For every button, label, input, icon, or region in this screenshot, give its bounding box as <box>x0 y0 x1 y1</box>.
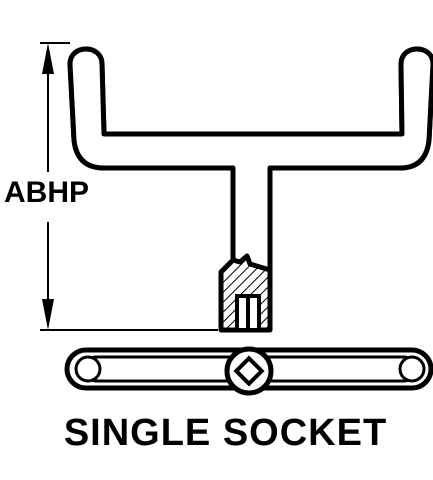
dimension-arrow-down <box>42 299 54 330</box>
top-view-left-end <box>74 355 102 383</box>
t-handle-front-view <box>67 46 433 274</box>
t-handle-top-edge <box>67 46 433 137</box>
socket-square-drive <box>233 355 265 387</box>
t-handle-left-edge <box>67 63 236 262</box>
dimension-arrow-up <box>42 43 54 74</box>
t-handle-body <box>72 51 431 272</box>
socket-section <box>218 253 273 333</box>
caption: SINGLE SOCKET <box>63 412 388 454</box>
dimension-abhp <box>40 42 218 331</box>
t-handle-top-view <box>64 346 433 396</box>
dimension-label: ABHP <box>4 176 90 209</box>
top-view-right-end <box>398 355 426 383</box>
t-handle-right-edge <box>267 63 433 274</box>
